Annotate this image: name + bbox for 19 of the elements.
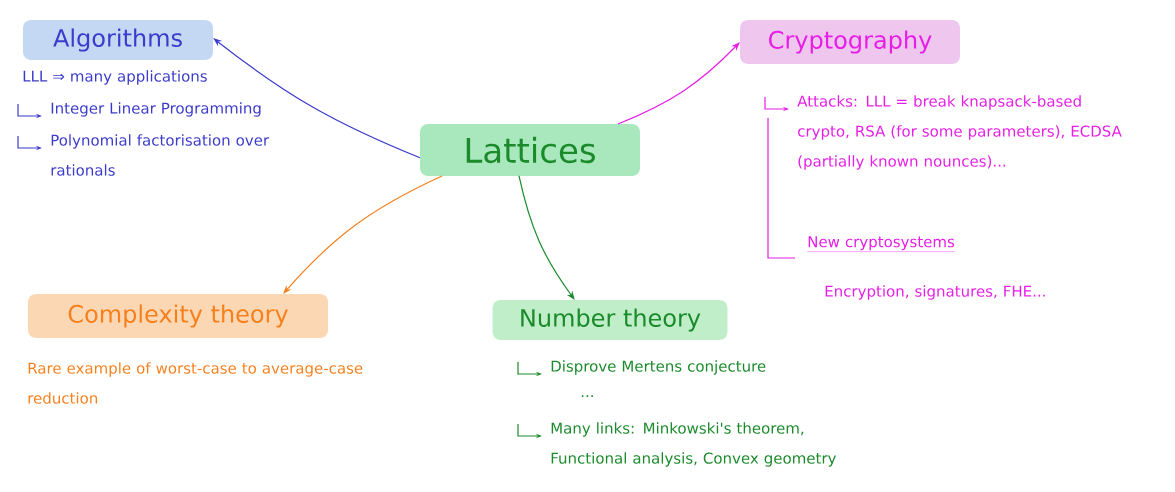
note-text: Integer Linear Programming xyxy=(51,102,261,117)
highlighted-heading: Complexity theory xyxy=(28,294,328,338)
arrow xyxy=(518,175,575,300)
note-text: Polynomial factorisation over rationals xyxy=(51,134,270,176)
arrow xyxy=(283,175,443,294)
arrow xyxy=(617,42,740,125)
note-text: Rare example of worst-case to average-case reduction xyxy=(28,362,363,404)
note-text: LLL ⇒ many applications xyxy=(23,70,207,85)
highlighted-heading: Algorithms xyxy=(23,20,213,60)
arrow xyxy=(213,38,421,159)
note-text: New cryptosystems xyxy=(807,236,956,252)
note-text: Many links: Minkowski's theorem, Functional analysis, Convex geometry xyxy=(551,422,836,467)
note-text: ... xyxy=(581,395,593,398)
note-text: Disprove Mertens conjecture xyxy=(551,360,766,375)
highlighted-heading: Cryptography xyxy=(740,20,960,64)
note-text: Attacks: LLL = break knapsack-based crypto, RSA (for some parameters), ECDSA (partially known nounces)... xyxy=(797,95,1122,170)
highlighted-heading: Number theory xyxy=(492,300,728,340)
note-text: Encryption, signatures, FHE... xyxy=(825,285,1045,300)
highlighted-heading: Lattices xyxy=(420,124,640,176)
